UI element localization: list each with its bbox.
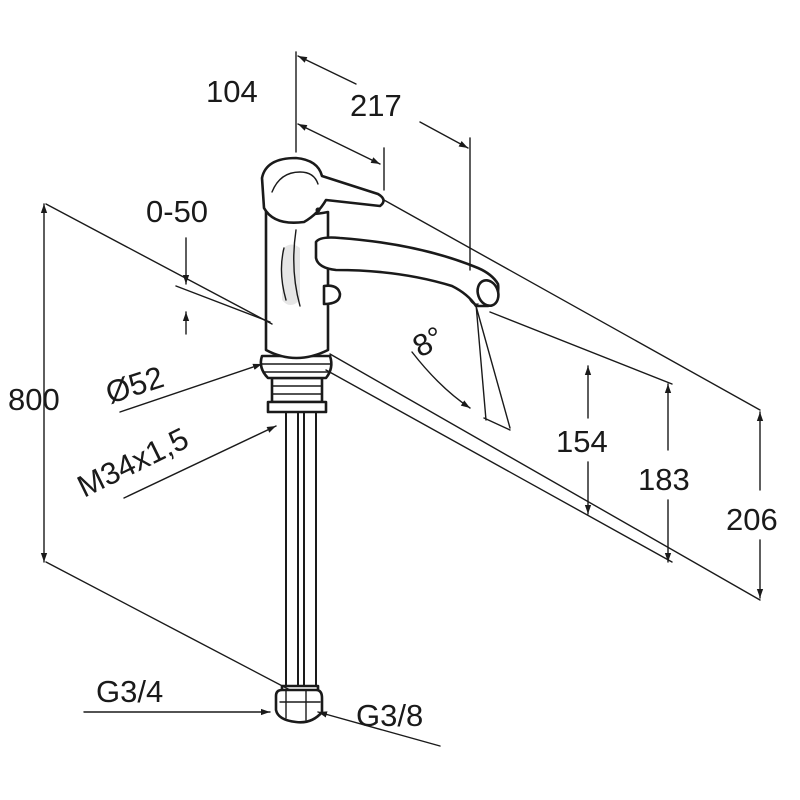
lever-handle [260,156,385,224]
faucet-outline [259,156,500,724]
dim-m34-thread-label: M34x1,5 [72,421,194,505]
dim-206-label: 206 [726,502,778,537]
hose-connectors [274,684,324,724]
dim-800-label: 800 [8,382,60,417]
dim-183-label: 183 [638,462,690,497]
mounting-thread [259,354,333,414]
dim-217-label: 217 [350,88,402,123]
dim-104-label: 104 [206,74,258,109]
dim-g3-4-label: G3/4 [96,674,163,709]
spout [314,236,500,308]
dimension-labels: 104 217 0-50 800 Ø52 M34x1,5 8° 154 183 … [8,74,778,733]
supply-hoses [285,411,317,691]
dim-g3-8-label: G3/8 [356,698,423,733]
dim-0-50-label: 0-50 [146,194,208,229]
faucet-body [264,194,342,360]
dim-diameter-52-label: Ø52 [101,359,168,410]
dim-154-label: 154 [556,424,608,459]
dimension-lines [40,51,764,747]
dim-8-degree-label: 8° [407,319,450,364]
